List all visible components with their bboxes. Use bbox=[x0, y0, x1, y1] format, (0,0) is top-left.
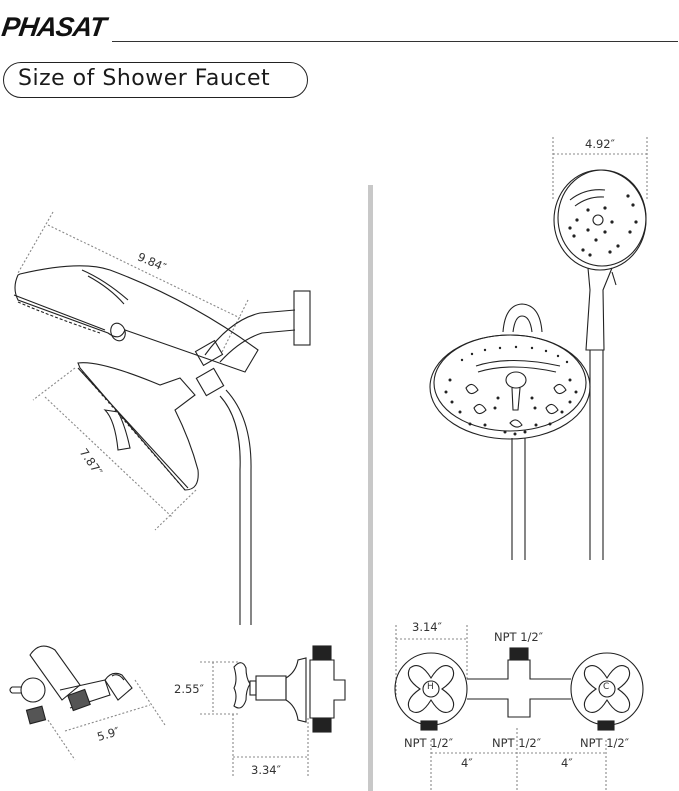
title-pill bbox=[3, 62, 308, 98]
label-right-inlet: NPT 1/2″ bbox=[580, 736, 630, 750]
dim-handheld-diameter: 4.92″ bbox=[585, 137, 615, 151]
dim-right-spacing: 4″ bbox=[561, 756, 573, 770]
dim-valve-depth: 3.34″ bbox=[251, 763, 281, 777]
dim-handle-width: 3.14″ bbox=[412, 620, 442, 634]
front-view-drawing bbox=[429, 137, 648, 560]
dim-valve-height: 2.55″ bbox=[174, 682, 204, 696]
hot-handle-label: H bbox=[427, 682, 434, 692]
side-view-drawing bbox=[13, 211, 311, 625]
valve-side-drawing bbox=[200, 645, 346, 778]
valve-front-drawing bbox=[394, 625, 644, 790]
label-top-outlet: NPT 1/2″ bbox=[494, 630, 544, 644]
cold-handle-label: C bbox=[603, 682, 610, 692]
diverter-drawing bbox=[9, 645, 166, 761]
page-title: Size of Shower Faucet bbox=[18, 66, 271, 91]
section-divider bbox=[368, 185, 373, 791]
header-rule bbox=[112, 41, 678, 42]
dim-left-spacing: 4″ bbox=[461, 756, 473, 770]
label-left-inlet: NPT 1/2″ bbox=[404, 736, 454, 750]
label-center-outlet: NPT 1/2″ bbox=[492, 736, 542, 750]
